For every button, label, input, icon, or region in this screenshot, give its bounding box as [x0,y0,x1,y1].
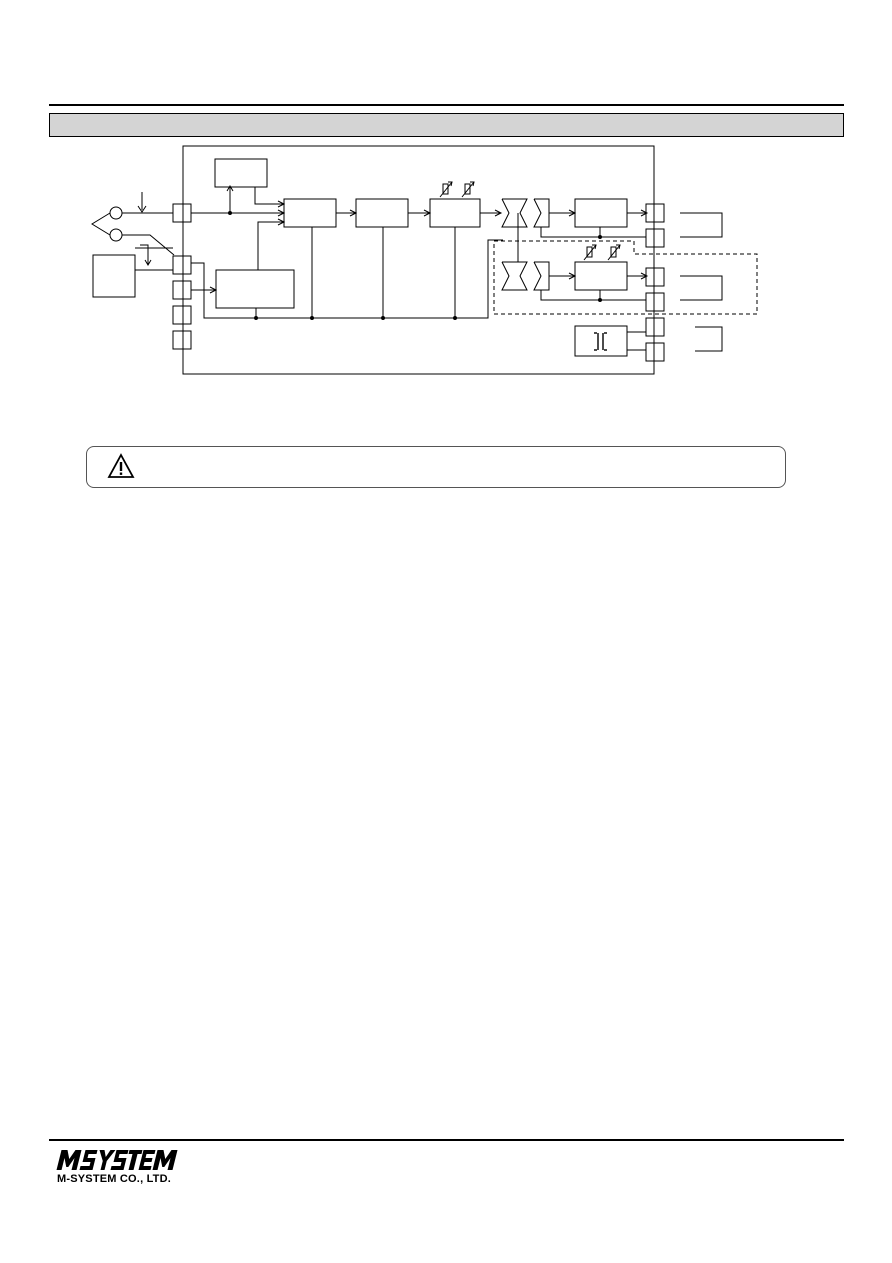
isolation-barrier-2 [501,261,550,291]
optional-output-region [493,240,758,315]
thermocouple-symbol [91,192,175,256]
power-terminal-2 [645,342,665,362]
company-name: M-SYSTEM CO., LTD. [57,1173,172,1185]
msystem-logo-mark [56,1150,178,1170]
output-terminal-1 [645,203,665,223]
span-adjust-symbol [461,181,475,198]
power-terminal-1 [645,317,665,337]
burnout-block [214,158,268,188]
output-driver-1 [574,198,628,228]
block-diagram [91,145,758,375]
output-terminal-2 [645,228,665,248]
power-supply-block [574,325,628,357]
linearizer-block [355,198,409,228]
warning-notice [86,446,786,488]
zero-adjust-symbol [439,181,453,198]
header-rule [49,104,844,106]
company-logo: M-SYSTEM CO., LTD. [56,1148,190,1190]
zero-adjust-symbol-2 [583,244,597,261]
compensation-block [215,269,295,309]
input-terminal-4 [172,305,192,325]
amplifier-block [283,198,337,228]
input-terminal-2 [172,255,192,275]
transformer-symbol [594,332,607,351]
output-terminal-3 [645,267,665,287]
isolation-barrier-1 [501,198,550,228]
warning-triangle-icon [107,453,135,478]
section-header-bar [49,113,844,137]
adjust-block [429,198,481,228]
output-terminal-4 [645,292,665,312]
input-terminal-5 [172,330,192,350]
cold-junction-block [92,254,136,298]
input-terminal-3 [172,280,192,300]
input-terminal-1 [172,203,192,223]
footer-rule [49,1139,844,1141]
output-driver-2 [574,261,628,291]
module-outline [182,145,655,375]
span-adjust-symbol-2 [607,244,621,261]
